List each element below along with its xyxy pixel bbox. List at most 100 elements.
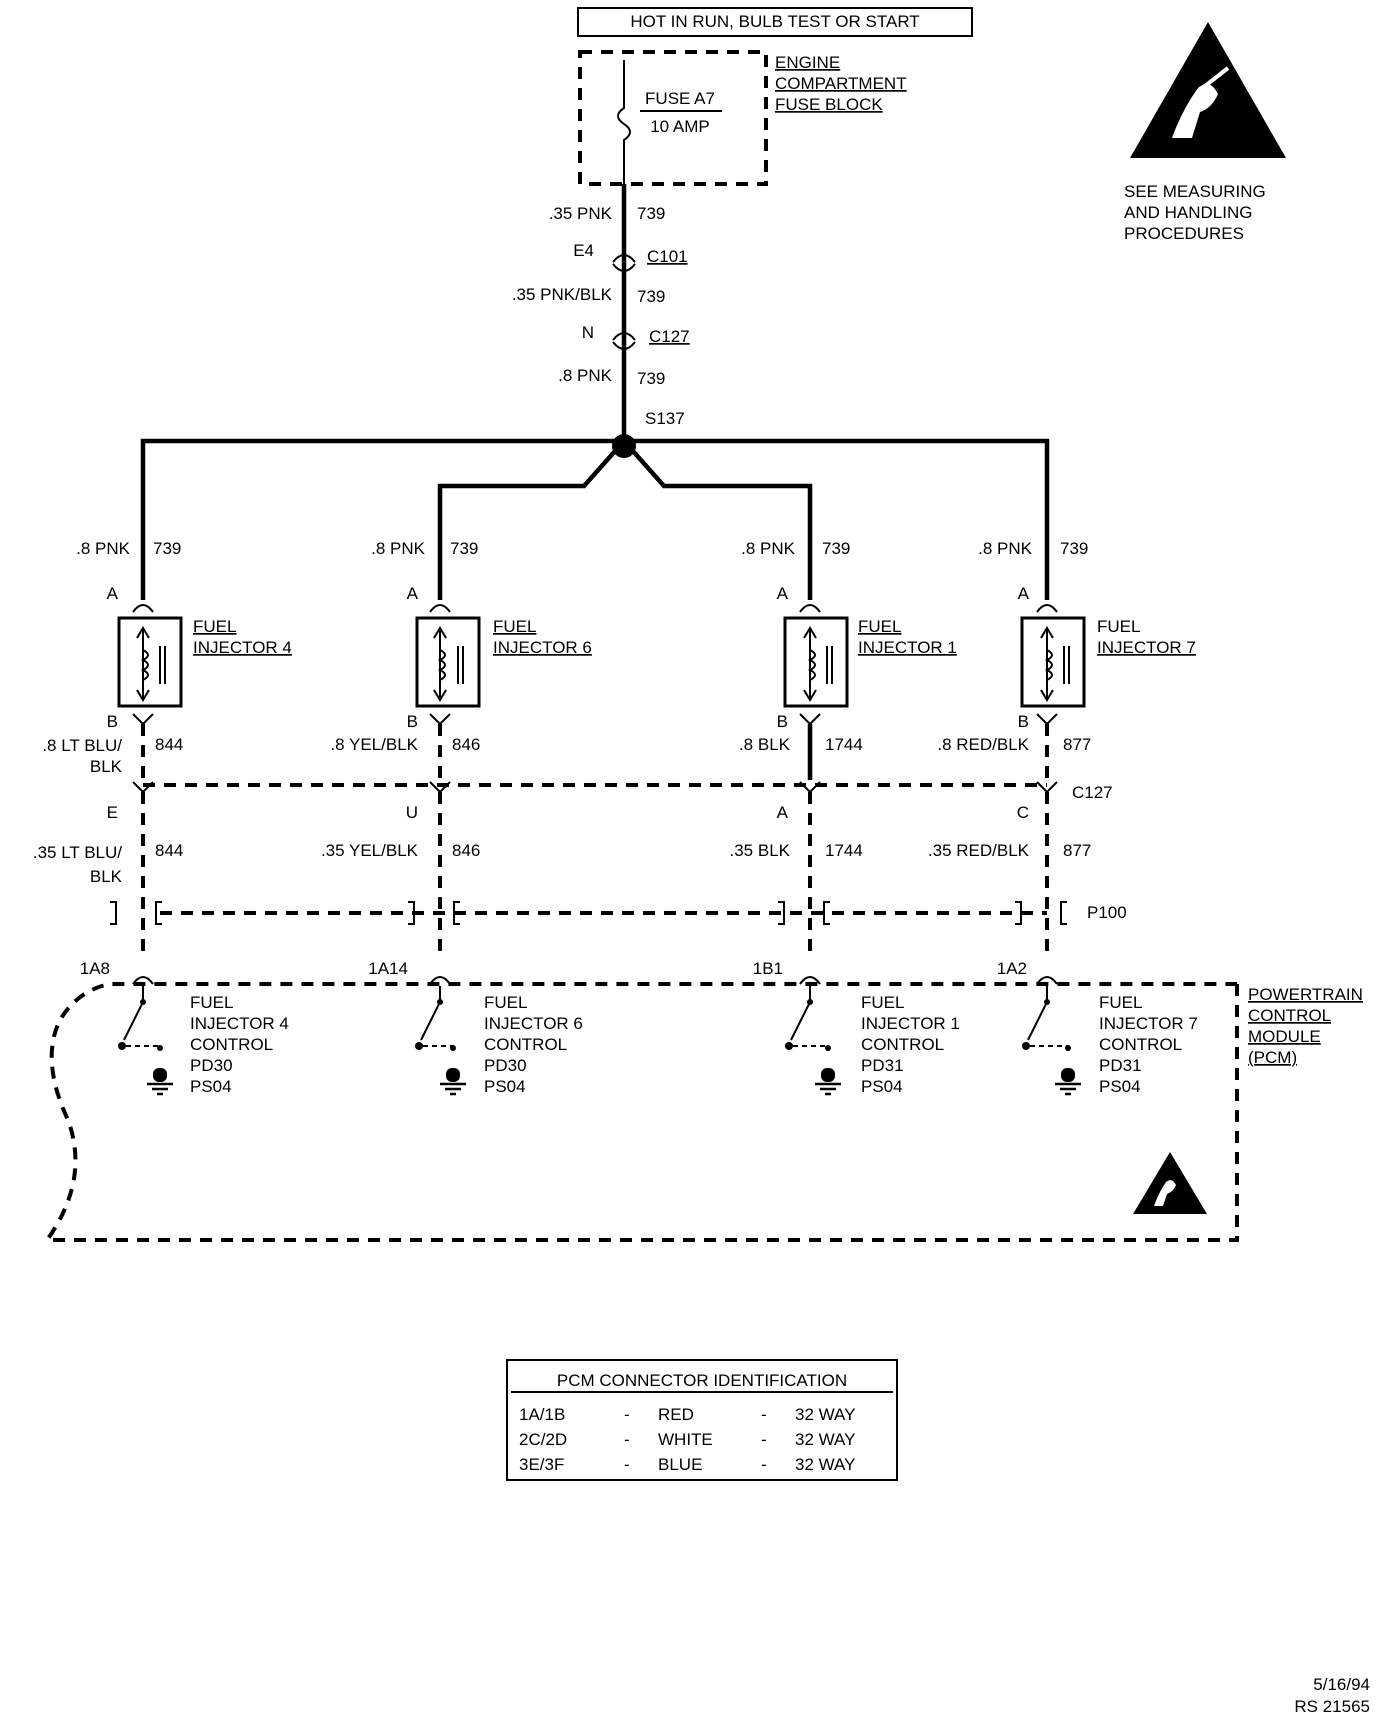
trunk-wire-1: .35 PNK xyxy=(549,204,613,223)
inj4-ctrl-1: FUEL xyxy=(190,993,233,1012)
inj1-ctrl-4: PD31 xyxy=(861,1056,904,1075)
connector-c101 xyxy=(612,254,636,272)
inj7-pcm-pin: 1A2 xyxy=(997,959,1027,978)
inj6-name-1: FUEL xyxy=(493,617,536,636)
pcm-table-title: PCM CONNECTOR IDENTIFICATION xyxy=(557,1371,847,1390)
inj1-ctrl-1: FUEL xyxy=(861,993,904,1012)
inj4-name-2: INJECTOR 4 xyxy=(193,638,292,657)
row1-color: RED xyxy=(658,1405,694,1424)
branch-inj1 xyxy=(622,439,813,600)
trunk-wire-3: .8 PNK xyxy=(558,366,613,385)
inj1-ctrl-3: CONTROL xyxy=(861,1035,944,1054)
inj4-pcm-pin: 1A8 xyxy=(80,959,110,978)
inj6-ctrl-2: INJECTOR 6 xyxy=(484,1014,583,1033)
connector-c127-trunk xyxy=(612,332,636,350)
pcm-esd-icon xyxy=(1133,1152,1207,1214)
inj1-pcm-circuit: 1744 xyxy=(825,841,863,860)
fuse-block: FUSE A7 10 AMP xyxy=(578,50,768,186)
table-row: 1A/1B - RED - 32 WAY xyxy=(519,1405,855,1424)
inj6-feed-circuit: 739 xyxy=(450,539,478,558)
row2-pins: 2C/2D xyxy=(519,1430,567,1449)
fuse-rating: 10 AMP xyxy=(650,117,710,136)
row3-size: 32 WAY xyxy=(795,1455,855,1474)
inj6-pin-a: A xyxy=(407,584,419,603)
row1-size: 32 WAY xyxy=(795,1405,855,1424)
fuse-block-label-3: FUSE BLOCK xyxy=(775,95,883,114)
power-source-label: HOT IN RUN, BULB TEST OR START xyxy=(577,7,973,37)
c127-trunk-label: C127 xyxy=(649,327,690,346)
inj4-pcm-wire: .35 LT BLU/ xyxy=(33,843,122,862)
inj1-pin-b: B xyxy=(777,712,788,731)
inj7-ctrl-5: PS04 xyxy=(1099,1077,1141,1096)
inj7-pcm-wire: .35 RED/BLK xyxy=(928,841,1030,860)
inj7-feed-circuit: 739 xyxy=(1060,539,1088,558)
table-row: 2C/2D - WHITE - 32 WAY xyxy=(519,1430,855,1449)
inj4-c127-pin: E xyxy=(107,803,118,822)
injector-6-body xyxy=(415,616,481,708)
inj1-ctrl-5: PS04 xyxy=(861,1077,903,1096)
inj4-name-1: FUEL xyxy=(193,617,236,636)
injector-4-body xyxy=(117,616,183,708)
pcm-label-2: CONTROL xyxy=(1248,1006,1331,1025)
inj4-pcm-wire-2: BLK xyxy=(90,867,123,886)
fuse-icon xyxy=(617,60,631,184)
inj1-c127-pin: A xyxy=(777,803,789,822)
injector-1-body xyxy=(783,616,849,708)
splice-label: S137 xyxy=(645,409,685,428)
inj4-pin-b: B xyxy=(107,712,118,731)
c127-trunk-pin: N xyxy=(582,323,594,342)
inj4-pin-a: A xyxy=(107,584,119,603)
esd-warning-icon xyxy=(1130,22,1286,158)
row2-dash-1: - xyxy=(624,1430,630,1449)
row1-dash-1: - xyxy=(624,1405,630,1424)
inj7-out-circuit: 877 xyxy=(1063,735,1091,754)
injector-4-circuit: .8 PNK 739 A FUEL INJECTOR 4 B .8 LT BLU… xyxy=(33,539,292,1096)
pcm-label-3: MODULE xyxy=(1248,1027,1321,1046)
pcm-label-1: POWERTRAIN xyxy=(1248,985,1363,1004)
row2-size: 32 WAY xyxy=(795,1430,855,1449)
esd-note-3: PROCEDURES xyxy=(1124,224,1244,243)
row3-dash-1: - xyxy=(624,1455,630,1474)
branch-inj6 xyxy=(437,439,626,600)
table-row: 3E/3F - BLUE - 32 WAY xyxy=(519,1455,855,1474)
inj7-ctrl-1: FUEL xyxy=(1099,993,1142,1012)
c101-pin: E4 xyxy=(573,241,594,260)
esd-note-1: SEE MEASURING xyxy=(1124,182,1266,201)
inj4-ctrl-4: PD30 xyxy=(190,1056,233,1075)
injector-7-circuit: .8 PNK 739 A FUEL INJECTOR 7 B .8 RED/BL… xyxy=(928,539,1198,1096)
svg-text:HOT IN RUN, BULB TEST OR STAR: HOT IN RUN, BULB TEST OR START xyxy=(630,12,919,31)
inj4-pcm-circuit: 844 xyxy=(155,841,183,860)
splice-s137 xyxy=(612,434,636,458)
inj6-pcm-wire: .35 YEL/BLK xyxy=(321,841,419,860)
inj6-out-circuit: 846 xyxy=(452,735,480,754)
inj1-name-2: INJECTOR 1 xyxy=(858,638,957,657)
injector-1-circuit: .8 PNK 739 A FUEL INJECTOR 1 B .8 BLK 17… xyxy=(730,539,960,1096)
trunk-circuit-1: 739 xyxy=(637,204,665,223)
branch-inj4 xyxy=(140,438,624,600)
footer-date: 5/16/94 xyxy=(1313,1675,1370,1694)
row1-dash-2: - xyxy=(761,1405,767,1424)
inj6-feed-wire: .8 PNK xyxy=(371,539,426,558)
pcm-outline xyxy=(43,982,1239,1242)
trunk-circuit-3: 739 xyxy=(637,369,665,388)
inj7-c127-pin: C xyxy=(1017,803,1029,822)
c127-label: C127 xyxy=(1072,783,1113,802)
branch-inj7 xyxy=(624,438,1050,600)
inj1-name-1: FUEL xyxy=(858,617,901,636)
inj7-ctrl-2: INJECTOR 7 xyxy=(1099,1014,1198,1033)
inj4-feed-wire: .8 PNK xyxy=(76,539,131,558)
fuse-block-label-2: COMPARTMENT xyxy=(775,74,907,93)
row1-pins: 1A/1B xyxy=(519,1405,565,1424)
inj7-pin-b: B xyxy=(1018,712,1029,731)
inj6-out-wire: .8 YEL/BLK xyxy=(330,735,418,754)
inj1-feed-circuit: 739 xyxy=(822,539,850,558)
inj4-ctrl-2: INJECTOR 4 xyxy=(190,1014,289,1033)
inj1-feed-wire: .8 PNK xyxy=(741,539,796,558)
inj7-ctrl-4: PD31 xyxy=(1099,1056,1142,1075)
inj1-pin-a: A xyxy=(777,584,789,603)
inj7-pcm-circuit: 877 xyxy=(1063,841,1091,860)
trunk-circuit-2: 739 xyxy=(637,287,665,306)
pcm-connector-table: PCM CONNECTOR IDENTIFICATION 1A/1B - RED… xyxy=(506,1359,898,1481)
inj6-pin-b: B xyxy=(407,712,418,731)
